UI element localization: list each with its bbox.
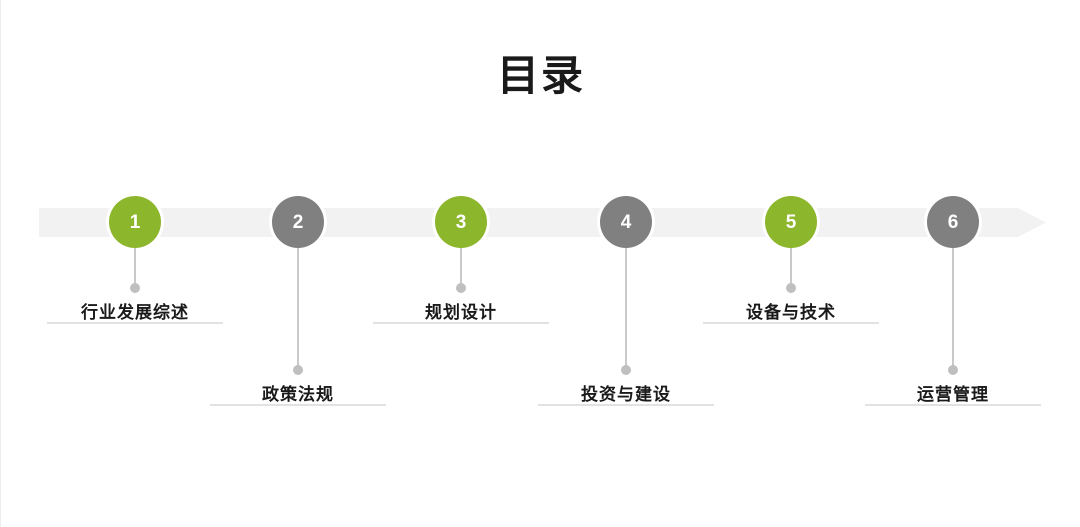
page-title: 目录 [496,52,585,99]
step-label[interactable]: 政策法规 [262,385,334,404]
step-underline [373,322,549,324]
step-label[interactable]: 投资与建设 [581,385,671,404]
step-connector-line [952,248,954,370]
step-connector-dot [786,283,796,293]
step-connector-dot [948,365,958,375]
timeline-arrow-bar [39,208,1046,237]
step-connector-line [790,248,792,288]
step-connector-line [460,248,462,288]
step-underline [47,322,223,324]
step-number-badge[interactable]: 4 [600,196,652,248]
step-number-badge[interactable]: 6 [927,196,979,248]
step-underline [210,404,386,406]
step-label[interactable]: 行业发展综述 [81,303,189,322]
step-number-badge[interactable]: 2 [272,196,324,248]
step-connector-dot [456,283,466,293]
step-connector-line [134,248,136,288]
step-connector-dot [130,283,140,293]
step-underline [538,404,714,406]
step-label[interactable]: 运营管理 [917,385,989,404]
step-connector-dot [621,365,631,375]
step-label[interactable]: 设备与技术 [746,303,836,322]
step-connector-line [625,248,627,370]
step-number-badge[interactable]: 5 [765,196,817,248]
step-number-badge[interactable]: 3 [435,196,487,248]
step-underline [703,322,879,324]
step-label[interactable]: 规划设计 [425,303,497,322]
step-underline [865,404,1041,406]
step-connector-line [297,248,299,370]
step-number-badge[interactable]: 1 [109,196,161,248]
step-connector-dot [293,365,303,375]
